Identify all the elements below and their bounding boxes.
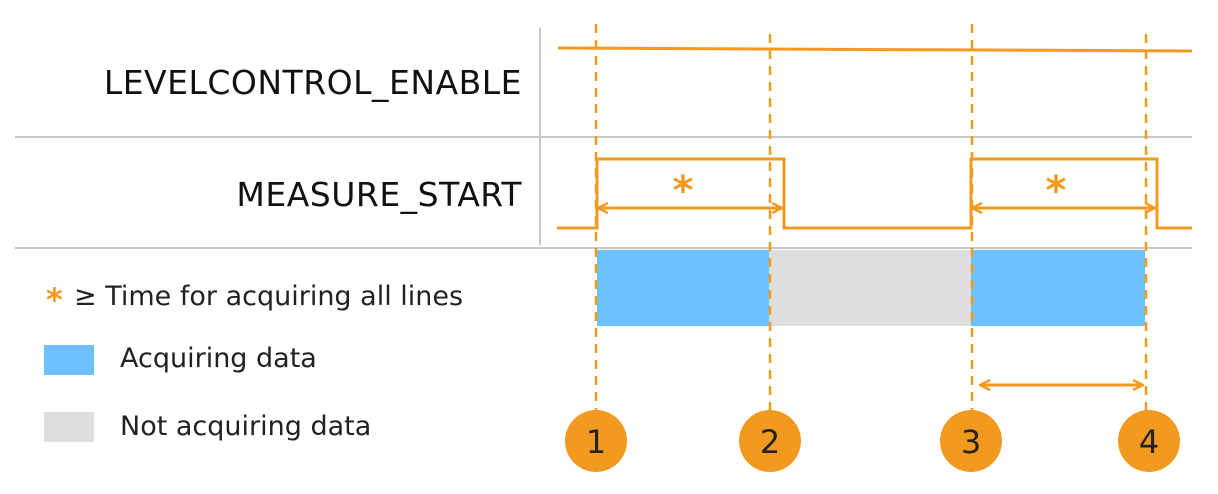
acquiring-bar-2 bbox=[971, 250, 1145, 326]
marker-2-circle bbox=[739, 410, 801, 472]
legend-min-time-text: ≥ Time for acquiring all lines bbox=[74, 281, 463, 312]
marker-4-circle bbox=[1118, 410, 1180, 472]
marker-1-number: 1 bbox=[586, 423, 606, 461]
legend: * ≥ Time for acquiring all lines Acquiri… bbox=[44, 281, 463, 442]
legend-asterisk-icon: * bbox=[46, 281, 63, 319]
legend-acquiring-swatch bbox=[44, 345, 94, 375]
enable-signal-label: LEVELCONTROL_ENABLE bbox=[104, 63, 522, 102]
measure-start-waveform bbox=[557, 157, 1192, 230]
legend-not-acquiring-swatch bbox=[44, 412, 94, 442]
acquiring-bar-1 bbox=[597, 250, 769, 326]
enable-waveform bbox=[557, 46, 1193, 53]
marker-3-circle bbox=[940, 410, 1002, 472]
interval-asterisk-2: * bbox=[1046, 168, 1067, 214]
grid-lines bbox=[15, 28, 1192, 249]
legend-not-acquiring-text: Not acquiring data bbox=[120, 411, 371, 442]
marker-3: 3 bbox=[940, 410, 1002, 472]
acquisition-bars bbox=[597, 250, 1145, 326]
legend-acquiring-text: Acquiring data bbox=[120, 343, 317, 374]
not-acquiring-bar bbox=[769, 250, 971, 326]
marker-3-number: 3 bbox=[961, 423, 981, 461]
measure-start-signal-label: MEASURE_START bbox=[236, 175, 522, 214]
marker-4-number: 4 bbox=[1139, 423, 1159, 461]
marker-2: 2 bbox=[739, 410, 801, 472]
time-marker-lines bbox=[594, 24, 1148, 420]
marker-1: 1 bbox=[565, 410, 627, 472]
marker-1-circle bbox=[565, 410, 627, 472]
marker-2-number: 2 bbox=[760, 423, 780, 461]
interval-asterisk-1: * bbox=[673, 168, 694, 214]
marker-4: 4 bbox=[1118, 410, 1180, 472]
